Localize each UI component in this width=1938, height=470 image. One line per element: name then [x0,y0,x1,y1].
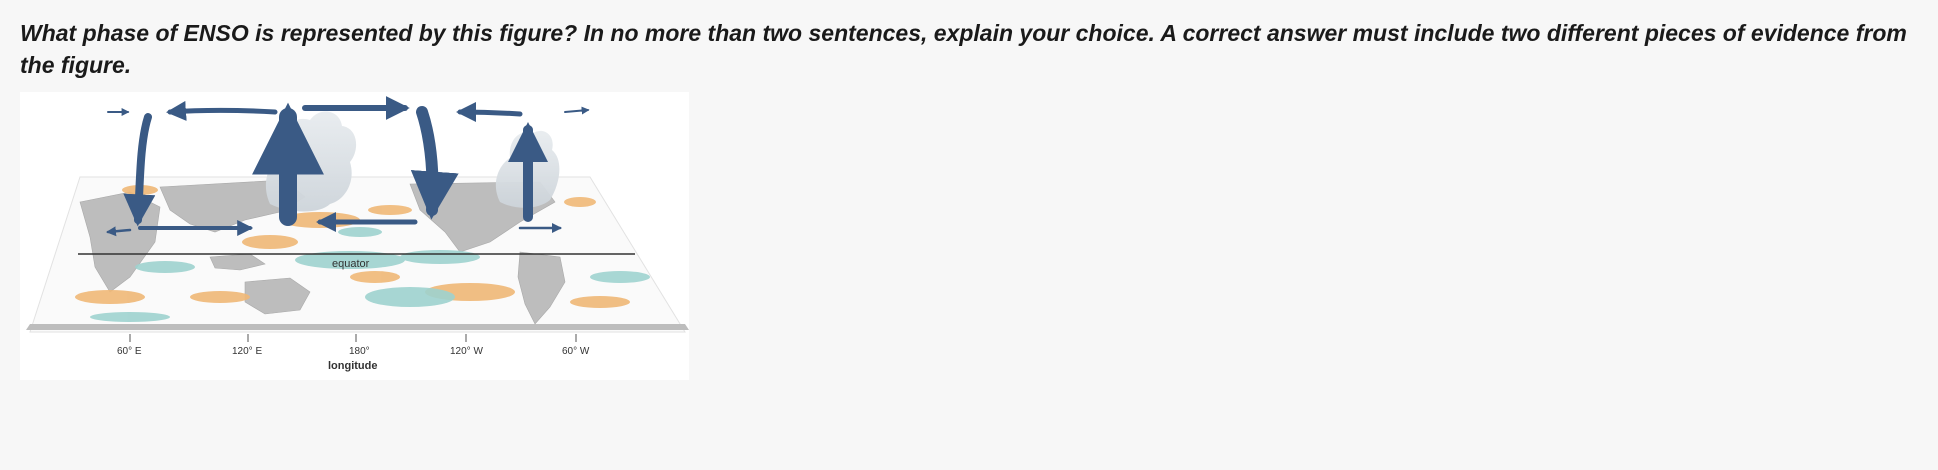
circulation-arrows [106,96,590,237]
australia-land [244,277,311,315]
equator-label: equator [332,258,370,270]
tick-label-120e: 120° E [232,346,262,357]
question-text: What phase of ENSO is represented by thi… [20,20,1907,78]
walker-circulation-diagram: equator [26,96,689,372]
axis-label-longitude: longitude [328,360,378,372]
upper-branch-west [166,100,278,121]
south-america-land [517,251,566,325]
surface-arrow-west-edge [106,226,132,237]
subsidence-indian [123,113,156,227]
tick-label-180: 180° [349,346,370,357]
outer-arrow-east [564,106,590,115]
upper-branch-americas [456,102,523,123]
tick-label-60w: 60° W [562,346,590,357]
subsidence-central-pacific [410,106,459,220]
enso-figure: equator [20,92,689,380]
tick-label-120w: 120° W [450,346,483,357]
tick-label-60e: 60° E [117,346,142,357]
longitude-axis [129,334,577,342]
antarctic-rim [26,324,689,330]
